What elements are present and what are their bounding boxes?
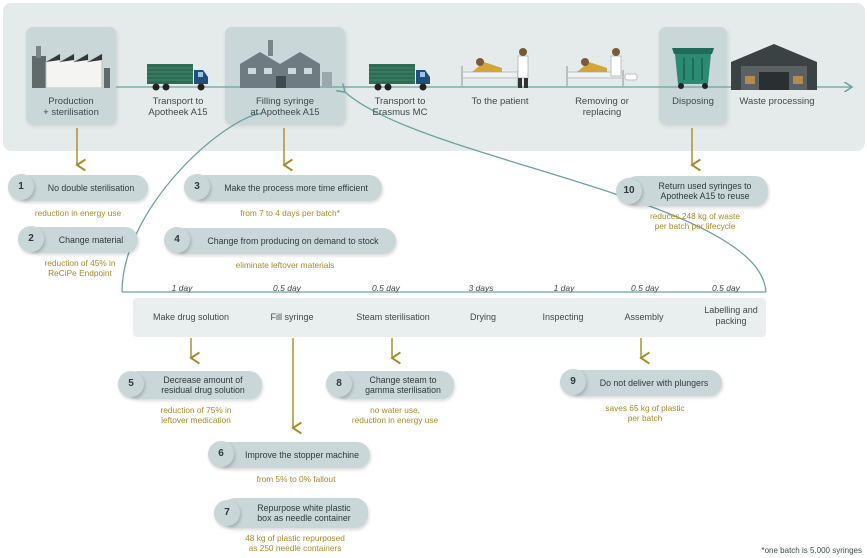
footnote: *one batch is 5.000 syringes — [761, 546, 862, 555]
intervention-text: Decrease amount of residual drug solutio… — [161, 375, 245, 395]
process-step-label: Drying — [469, 312, 496, 322]
process-step-label: Inspecting — [542, 312, 584, 322]
intervention-number: 7 — [214, 500, 240, 526]
intervention-impact: reduction of 45% in ReCiPe Endpoint — [44, 258, 116, 278]
step-duration: 0.5 day — [273, 283, 301, 293]
intervention-impact: saves 65 kg of plastic per batch — [605, 403, 685, 423]
truck-icon — [369, 64, 430, 91]
intervention-text: Make the process more time efficient — [224, 183, 368, 193]
intervention-number: 10 — [616, 178, 642, 204]
intervention-number: 5 — [118, 371, 144, 397]
intervention-2: 2 Change material — [18, 226, 138, 253]
intervention-1: 1 No double sterilisation — [8, 174, 148, 201]
intervention-text: Change material — [58, 235, 124, 245]
intervention-number: 2 — [18, 226, 44, 252]
intervention-6: 6 Improve the stopper machine — [208, 441, 370, 468]
patient-bed-icon — [566, 48, 638, 86]
stage-label: Removing or replacing — [575, 96, 629, 118]
step-duration: 3 days — [468, 283, 494, 293]
factory-icon — [32, 46, 110, 88]
intervention-number: 6 — [208, 441, 234, 467]
intervention-4: 4 Change from producing on demand to sto… — [164, 227, 396, 254]
intervention-impact: from 7 to 4 days per batch* — [240, 208, 340, 218]
stage-label: To the patient — [471, 96, 529, 107]
process-step-label: Assembly — [624, 312, 664, 322]
stage-label: Transport to Apotheek A15 — [148, 96, 208, 118]
intervention-8: 8 Change steam to gamma sterilisation — [326, 371, 454, 399]
intervention-text: Change steam to gamma sterilisation — [365, 375, 441, 395]
intervention-impact: eliminate leftover materials — [235, 260, 335, 270]
process-step-label: Fill syringe — [270, 312, 314, 322]
intervention-text: Repurpose white plastic box as needle co… — [257, 503, 351, 523]
step-duration: 1 day — [171, 283, 193, 293]
stage-label: Disposing — [672, 96, 714, 107]
stage-label: Waste processing — [739, 96, 815, 107]
stage-label: Filling syringe at Apotheek A15 — [250, 96, 320, 118]
intervention-impact: reduces 248 kg of waste per batch per li… — [650, 211, 740, 231]
process-step-label: Labelling and packing — [704, 305, 758, 326]
intervention-3: 3 Make the process more time efficient — [184, 174, 382, 201]
intervention-number: 3 — [184, 174, 210, 200]
intervention-impact: 48 kg of plastic repurposed as 250 needl… — [245, 533, 345, 553]
intervention-impact: from 5% to 0% fallout — [256, 474, 336, 484]
intervention-text: Do not deliver with plungers — [599, 378, 709, 388]
waste-bin-icon — [672, 48, 714, 89]
production-process-band — [133, 298, 766, 337]
step-duration: 0.5 day — [372, 283, 400, 293]
intervention-10: 10 Return used syringes to Apotheek A15 … — [616, 176, 768, 206]
intervention-number: 1 — [8, 174, 34, 200]
patient-bed-icon — [461, 48, 529, 88]
pharmacy-building-icon — [240, 40, 332, 88]
intervention-number: 4 — [164, 227, 190, 253]
intervention-text: Change from producing on demand to stock — [207, 236, 379, 246]
intervention-text: No double sterilisation — [47, 183, 135, 193]
truck-icon — [147, 64, 208, 91]
step-duration: 0.5 day — [712, 283, 740, 293]
process-step-label: Make drug solution — [152, 312, 230, 322]
loop-right-curve — [345, 92, 767, 293]
intervention-impact: no water use, reduction in energy use — [351, 405, 439, 425]
intervention-text: Return used syringes to Apotheek A15 to … — [658, 181, 752, 201]
step-duration: 0.5 day — [631, 283, 659, 293]
intervention-7: 7 Repurpose white plastic box as needle … — [214, 498, 368, 528]
step-duration: 1 day — [553, 283, 575, 293]
intervention-5: 5 Decrease amount of residual drug solut… — [118, 371, 262, 399]
intervention-impact: reduction of 75% in leftover medication — [160, 405, 232, 425]
warehouse-icon — [731, 44, 817, 90]
intervention-text: Improve the stopper machine — [245, 450, 359, 460]
intervention-9: 9 Do not deliver with plungers — [560, 369, 722, 396]
stage-label: Production + sterilisation — [43, 96, 99, 118]
stage-label: Transport to Erasmus MC — [372, 96, 428, 118]
process-step-label: Steam sterilisation — [356, 312, 430, 322]
intervention-number: 8 — [326, 371, 352, 397]
loop-left-curve — [121, 112, 263, 293]
intervention-number: 9 — [560, 369, 586, 395]
intervention-impact: reduction in energy use — [34, 208, 122, 218]
